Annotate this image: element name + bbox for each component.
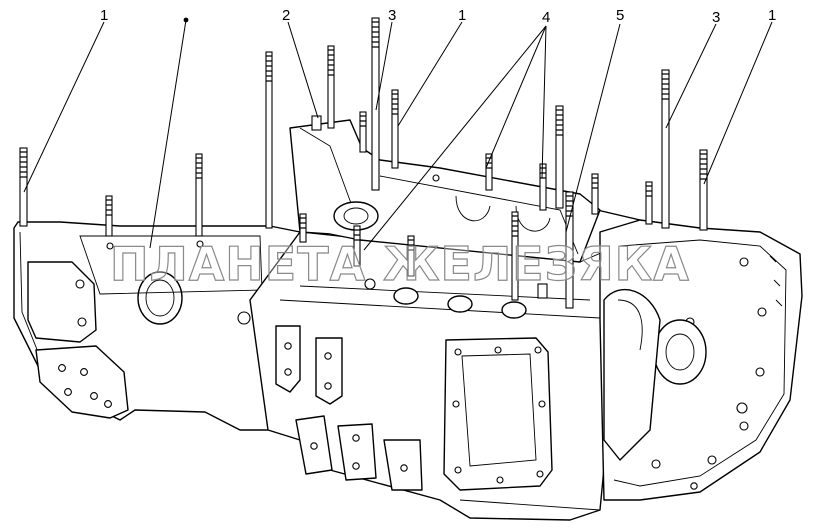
callout-label: 2 xyxy=(282,7,290,24)
crankcase-housing xyxy=(13,119,803,521)
stud xyxy=(591,173,599,215)
callout-label: 3 xyxy=(388,7,396,24)
stud xyxy=(19,147,28,227)
callout-label: 5 xyxy=(616,7,624,24)
stud xyxy=(265,51,273,229)
stud xyxy=(327,45,335,129)
callout-label: 1 xyxy=(768,7,776,24)
leader-lines xyxy=(23,17,773,251)
callout-label: 3 xyxy=(712,9,720,26)
stud xyxy=(565,191,574,309)
cylinder-head-studs xyxy=(19,17,708,309)
stud xyxy=(359,111,367,153)
stud xyxy=(353,225,361,267)
stud xyxy=(391,89,399,169)
stud xyxy=(407,235,415,277)
callout-label: 4 xyxy=(542,9,550,26)
stud xyxy=(699,149,708,231)
stud xyxy=(105,195,113,237)
stud xyxy=(555,105,564,209)
watermark-text: ПЛАНЕТА ЖЕЛЕЗЯКА xyxy=(110,237,690,291)
callout-labels: 1 2 3 1 4 5 3 1 xyxy=(100,7,776,26)
stud xyxy=(299,213,307,243)
stud xyxy=(485,153,493,191)
callout-label: 1 xyxy=(458,7,466,24)
stud xyxy=(511,211,519,301)
callout-label: 1 xyxy=(100,7,108,24)
stud xyxy=(539,163,547,211)
stud xyxy=(371,17,380,191)
stud xyxy=(645,181,653,225)
stud xyxy=(195,153,203,237)
stud xyxy=(661,69,670,229)
